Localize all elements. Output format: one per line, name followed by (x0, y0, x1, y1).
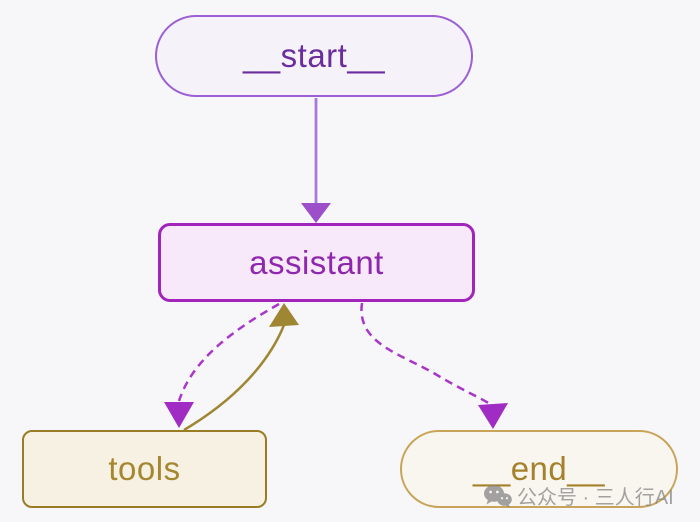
watermark-text: 公众号 · 三人行AI (517, 487, 674, 509)
node-end: __end__ (400, 430, 678, 508)
edge-assistant-to-tools (164, 302, 280, 428)
edge-assistant-to-end-line (360, 302, 491, 406)
edge-tools-to-assistant-line (183, 324, 286, 432)
arrowhead-into-end-icon (478, 403, 508, 429)
arrowhead-into-assistant-top-icon (301, 203, 331, 223)
node-tools-label: tools (108, 450, 181, 487)
edge-start-to-assistant (301, 98, 331, 223)
arrowhead-into-assistant-bottom-icon (269, 303, 299, 327)
node-assistant: assistant (158, 223, 475, 302)
edge-tools-to-assistant (183, 303, 299, 432)
node-end-label: __end__ (473, 450, 605, 487)
node-start: __start__ (155, 15, 473, 97)
wechat-icon (484, 484, 512, 508)
node-assistant-label: assistant (249, 243, 384, 281)
watermark: 公众号 · 三人行AI (483, 481, 674, 510)
node-tools: tools (22, 430, 267, 508)
arrowhead-into-tools-icon (164, 402, 194, 428)
node-start-label: __start__ (242, 37, 386, 74)
edge-assistant-to-end (360, 302, 508, 429)
edge-assistant-to-tools-line (177, 302, 280, 402)
